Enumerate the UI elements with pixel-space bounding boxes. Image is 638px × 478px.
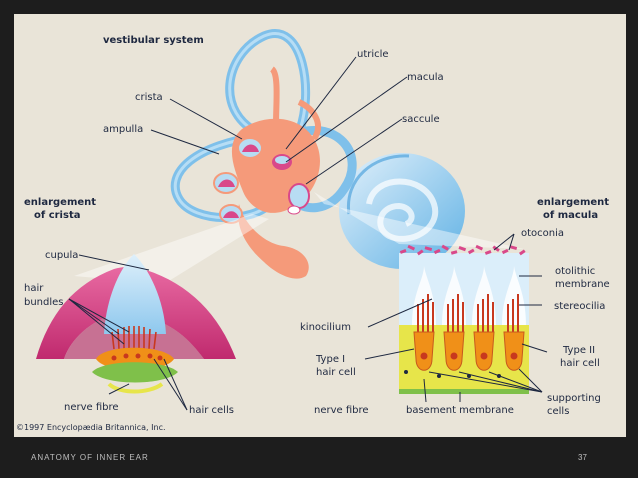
label-utricle: utricle: [357, 49, 389, 60]
label-otolithic-membrane-1: otolithic: [555, 266, 595, 277]
inner-ear-diagram: vestibular system utricle macula crista …: [16, 29, 610, 432]
label-type1-hair-cell-1: Type I: [315, 354, 345, 365]
label-otolithic-membrane-2: membrane: [555, 279, 610, 290]
label-saccule: saccule: [402, 114, 440, 125]
leader-lines: [68, 56, 548, 411]
label-enlargement-crista-1: enlargement: [24, 197, 96, 208]
slide: vestibular system utricle macula crista …: [14, 14, 626, 437]
label-hair-bundles-2: bundles: [24, 297, 64, 308]
label-cupula: cupula: [45, 250, 78, 261]
label-enlargement-crista-2: of crista: [34, 210, 80, 221]
label-stereocilia: stereocilia: [554, 301, 605, 312]
label-nerve-fibre-left: nerve fibre: [64, 402, 119, 413]
label-macula: macula: [407, 72, 444, 83]
label-supporting-cells-2: cells: [547, 406, 569, 417]
label-enlargement-macula-1: enlargement: [537, 197, 609, 208]
label-supporting-cells-1: supporting: [547, 393, 601, 404]
label-basement-membrane: basement membrane: [406, 405, 514, 416]
enlargement-rays: [74, 192, 524, 284]
label-type2-hair-cell-1: Type II: [562, 345, 595, 356]
label-vestibular-system: vestibular system: [103, 35, 204, 46]
label-type2-hair-cell-2: hair cell: [560, 358, 600, 369]
copyright: ©1997 Encyclopædia Britannica, Inc.: [16, 423, 166, 432]
cochlea: [339, 153, 465, 269]
label-hair-cells: hair cells: [189, 405, 234, 416]
label-nerve-fibre-right: nerve fibre: [314, 405, 369, 416]
label-type1-hair-cell-2: hair cell: [316, 367, 356, 378]
label-kinocilium: kinocilium: [300, 322, 351, 333]
crista-enlargement: [36, 254, 236, 394]
label-otoconia: otoconia: [521, 228, 564, 239]
label-hair-bundles-1: hair: [24, 283, 44, 294]
page-number: 37: [578, 453, 587, 462]
label-crista: crista: [135, 92, 163, 103]
ampullae: [213, 137, 263, 224]
label-enlargement-macula-2: of macula: [543, 210, 598, 221]
macula-enlargement: [399, 244, 529, 394]
slide-title: ANATOMY OF INNER EAR: [31, 453, 149, 462]
maculae: [272, 154, 310, 215]
label-ampulla: ampulla: [103, 124, 143, 135]
